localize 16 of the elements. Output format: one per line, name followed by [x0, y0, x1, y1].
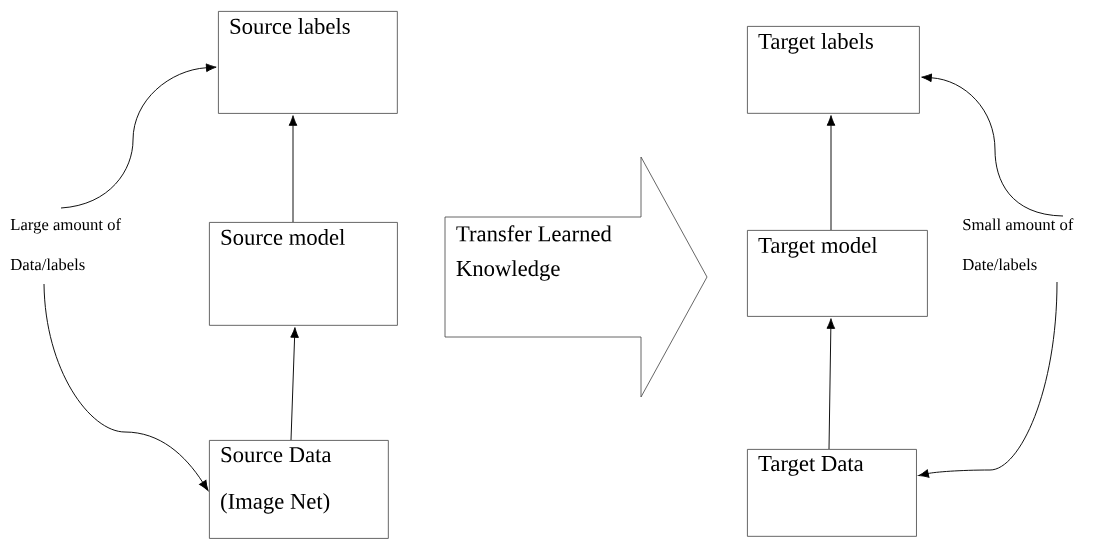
arrow	[826, 318, 836, 450]
process-box: Source labels	[218, 11, 398, 114]
arrow	[918, 281, 1058, 478]
process-box: Target labels	[747, 26, 920, 114]
arrow	[921, 73, 1064, 217]
process-box: Target Data	[747, 449, 917, 537]
side-label: Large amount of Data/labels	[10, 218, 122, 271]
process-box: Source Data (Image Net)	[209, 440, 389, 539]
arrow	[288, 115, 298, 223]
arrow	[290, 327, 299, 441]
process-box: Source model	[209, 222, 398, 326]
arrow	[60, 63, 217, 209]
process-box: Target model	[747, 230, 928, 317]
arrow	[826, 115, 836, 231]
arrow	[43, 283, 209, 491]
side-label: Small amount of Date/labels	[962, 218, 1074, 271]
